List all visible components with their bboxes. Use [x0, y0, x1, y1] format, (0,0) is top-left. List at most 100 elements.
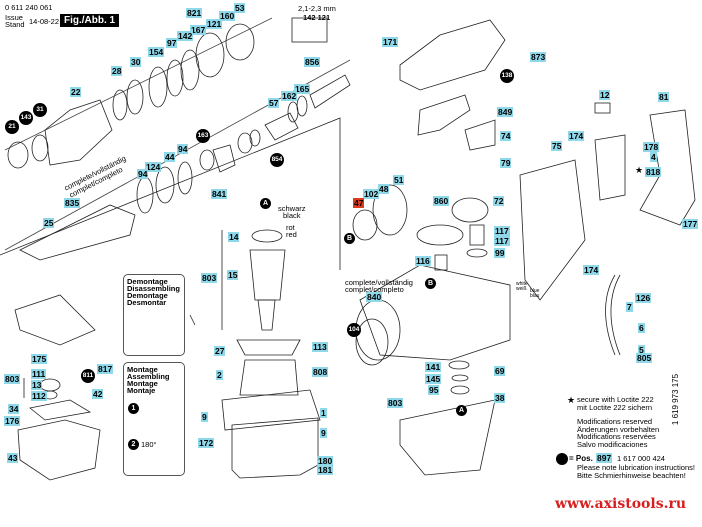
part-label[interactable]: 111 — [31, 369, 47, 379]
part-label[interactable]: 69 — [494, 366, 506, 376]
panel-text: Desmontar — [127, 298, 167, 307]
wire-label: schwarz — [278, 204, 306, 213]
part-label[interactable]: 43 — [7, 453, 19, 463]
part-label[interactable]: 113 — [312, 342, 328, 352]
part-label[interactable]: 97 — [166, 38, 178, 48]
part-label[interactable]: 1 — [320, 408, 327, 418]
part-label[interactable]: 25 — [43, 218, 55, 228]
star-icon: ★ — [567, 395, 576, 405]
part-label[interactable]: 817 — [97, 364, 114, 374]
part-label[interactable]: 176 — [4, 416, 21, 426]
lubricated-part[interactable]: 811 — [81, 369, 95, 383]
part-label[interactable]: 22 — [70, 87, 82, 97]
part-label[interactable]: 856 — [304, 57, 321, 67]
part-label[interactable]: 835 — [64, 198, 81, 208]
modifications-note: Modifications reserved — [577, 417, 653, 426]
part-label[interactable]: 42 — [92, 389, 104, 399]
panel-text: Demontage — [127, 277, 168, 286]
part-label[interactable]: 126 — [635, 293, 652, 303]
lubricated-part[interactable]: 31 — [33, 103, 47, 117]
part-label[interactable]: 44 — [164, 152, 176, 162]
panel-text: Montage — [127, 365, 158, 374]
part-label[interactable]: 121 — [206, 19, 223, 29]
part-label[interactable]: 178 — [643, 142, 660, 152]
part-label[interactable]: 124 — [145, 162, 162, 172]
marker-a: A — [260, 198, 271, 209]
part-label[interactable]: 142 — [177, 31, 194, 41]
part-label[interactable]: 15 — [227, 270, 239, 280]
part-label[interactable]: 849 — [497, 107, 514, 117]
part-label[interactable]: 94 — [137, 169, 149, 179]
part-label[interactable]: 102 — [363, 189, 380, 199]
part-label[interactable]: 803 — [387, 398, 404, 408]
part-label[interactable]: 181 — [317, 465, 334, 475]
part-label[interactable]: 34 — [8, 404, 20, 414]
part-label[interactable]: 94 — [177, 144, 189, 154]
part-label[interactable]: 116 — [415, 256, 431, 266]
part-label[interactable]: 5 — [638, 345, 645, 355]
part-label[interactable]: 53 — [234, 3, 246, 13]
part-label[interactable]: 162 — [281, 91, 298, 101]
part-label[interactable]: 12 — [599, 90, 611, 100]
part-label[interactable]: 30 — [130, 57, 142, 67]
part-label[interactable]: 13 — [31, 380, 43, 390]
part-label[interactable]: 177 — [682, 219, 699, 229]
part-label[interactable]: 27 — [214, 346, 226, 356]
part-label[interactable]: 180 — [317, 456, 334, 466]
part-label[interactable]: 841 — [211, 189, 228, 199]
part-label[interactable]: 145 — [425, 374, 442, 384]
part-label[interactable]: 14 — [228, 232, 240, 242]
part-label[interactable]: 9 — [320, 428, 327, 438]
part-label[interactable]: 141 — [425, 362, 442, 372]
part-label[interactable]: 38 — [494, 393, 506, 403]
lubricated-part[interactable]: 163 — [196, 129, 210, 143]
part-label[interactable]: 818 — [645, 167, 662, 177]
pos-number[interactable]: 897 — [596, 453, 613, 463]
part-label[interactable]: 79 — [500, 158, 512, 168]
part-label[interactable]: 808 — [312, 367, 329, 377]
part-label[interactable]: 821 — [186, 8, 203, 18]
part-label[interactable]: 174 — [583, 265, 600, 275]
issue-label: Issue — [5, 13, 23, 22]
part-label[interactable]: 48 — [378, 184, 390, 194]
modifications-note: Modifications reservées — [577, 432, 656, 441]
part-label[interactable]: 117 — [494, 236, 510, 246]
part-label[interactable]: 167 — [190, 25, 207, 35]
part-label[interactable]: 172 — [198, 438, 215, 448]
part-label[interactable]: 72 — [493, 196, 505, 206]
part-label[interactable]: 51 — [393, 175, 405, 185]
part-label[interactable]: 7 — [626, 302, 633, 312]
part-label-highlighted[interactable]: 47 — [353, 198, 365, 208]
lubricated-part[interactable]: 854 — [270, 153, 284, 167]
part-label[interactable]: 154 — [148, 47, 165, 57]
part-label[interactable]: 99 — [494, 248, 506, 258]
part-label[interactable]: 6 — [638, 323, 645, 333]
part-label[interactable]: 74 — [500, 131, 512, 141]
part-label[interactable]: 95 — [428, 385, 440, 395]
part-label[interactable]: 112 — [31, 391, 47, 401]
part-label[interactable]: 165 — [294, 84, 311, 94]
lubricated-part[interactable]: 21 — [5, 120, 19, 134]
part-label[interactable]: 81 — [658, 92, 670, 102]
part-label[interactable]: 803 — [4, 374, 21, 384]
lubricated-part[interactable]: 104 — [347, 323, 361, 337]
part-label[interactable]: 174 — [568, 131, 585, 141]
part-label[interactable]: 803 — [201, 273, 218, 283]
part-label[interactable]: 4 — [650, 152, 657, 162]
part-label[interactable]: 860 — [433, 196, 450, 206]
panel-text: Disassembling — [127, 284, 180, 293]
part-label[interactable]: 840 — [366, 292, 383, 302]
part-label[interactable]: 171 — [382, 37, 399, 47]
lubricated-part[interactable]: 138 — [500, 69, 514, 83]
part-label[interactable]: 805 — [636, 353, 653, 363]
part-label[interactable]: 28 — [111, 66, 123, 76]
part-label[interactable]: 873 — [530, 52, 547, 62]
part-label[interactable]: 9 — [201, 412, 208, 422]
part-label[interactable]: 75 — [551, 141, 563, 151]
part-label[interactable]: 160 — [219, 11, 236, 21]
part-label[interactable]: 57 — [268, 98, 280, 108]
part-label[interactable]: 2 — [216, 370, 223, 380]
part-label[interactable]: 175 — [31, 354, 48, 364]
lubricated-part[interactable]: 143 — [19, 111, 33, 125]
part-label[interactable]: 117 — [494, 226, 510, 236]
